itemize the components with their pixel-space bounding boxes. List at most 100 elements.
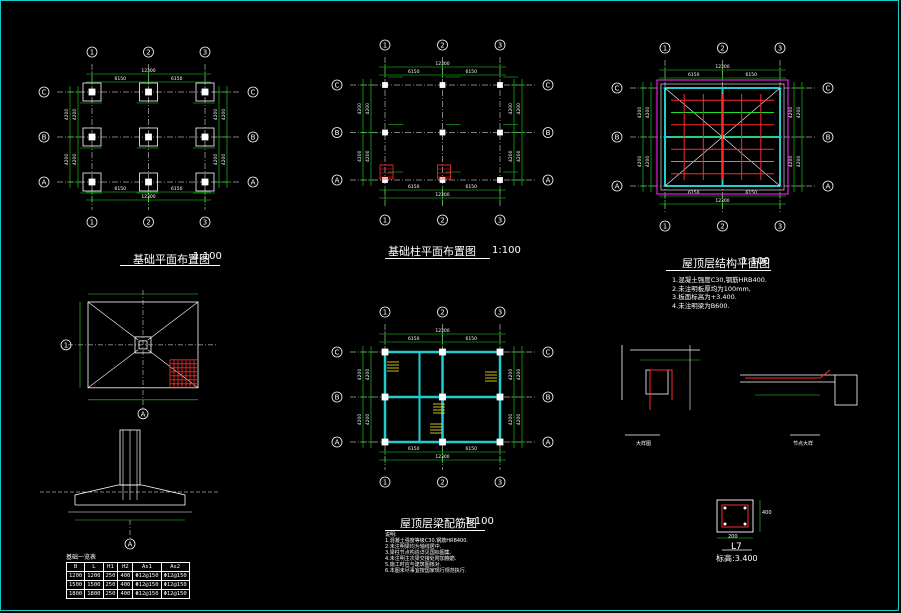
table-header-cell: B [65, 562, 86, 572]
axis-bubble [331, 346, 343, 358]
axis-bubble-label: 2 [440, 42, 444, 50]
table-cell: 1800 [65, 589, 86, 599]
axis-bubble-label: 3 [498, 217, 502, 225]
axis-bubble [247, 86, 259, 98]
footing-outline [139, 82, 158, 102]
axis-bubble [774, 220, 786, 232]
table-cell: Φ12@150 [160, 571, 190, 581]
dimension-label: 12300 [715, 198, 729, 204]
dimension-label: 4200 [365, 150, 371, 162]
dimension-label: 4200 [357, 150, 363, 162]
dimension-label: 12300 [435, 328, 449, 334]
axis-bubble-label: B [42, 134, 47, 142]
title-underline [385, 530, 485, 531]
beam-note-line: 5.施工时应与建筑图核对. [385, 562, 442, 568]
table-header-row: B L H1 H2 As1 As2 [65, 562, 190, 572]
column-block [497, 129, 503, 136]
dimension-label: 4200 [64, 154, 70, 166]
beam-notes: 说明: 1.混凝土强度等级C30,钢筋HRB400. 2.未注明梁均为轴线居中.… [385, 532, 468, 574]
dimension-label: 6150 [466, 446, 478, 452]
column-plan-scale: 1:100 [492, 245, 521, 256]
axis-bubble [437, 306, 448, 318]
footing-outline [195, 172, 215, 192]
column-block [88, 178, 96, 186]
table-cell: 1200 [65, 571, 86, 581]
footing-outline [82, 172, 102, 192]
column-block [201, 88, 209, 96]
dimension-label: 6150 [466, 69, 478, 75]
axis-bubble [774, 42, 786, 54]
dimension-label: 12300 [715, 64, 729, 70]
dimension-label: 4200 [788, 156, 794, 168]
axis-bubble [379, 476, 391, 488]
roof-edge [660, 83, 785, 191]
dimension-label: 6150 [466, 184, 478, 190]
table-cell: Φ12@150 [160, 589, 190, 599]
beam-note-line: 1.混凝土强度等级C30,钢筋HRB400. [385, 538, 469, 544]
dimension-label: 4200 [508, 103, 514, 115]
axis-bubble-label: A [546, 439, 551, 447]
roof-beam-scale: 1:100 [465, 516, 494, 527]
axis-bubble-label: 3 [498, 309, 502, 317]
axis-bubble [822, 82, 834, 94]
dimension-label: 4200 [508, 414, 514, 426]
footing-outline [195, 82, 215, 102]
roof-note-line: 4.未注明梁为B600. [672, 301, 730, 310]
dimension-label: 4200 [357, 414, 363, 426]
axis-bubble [38, 176, 50, 188]
rebar-dot [723, 506, 727, 510]
dimension-label: 6150 [408, 336, 420, 342]
axis-bubble [717, 220, 728, 232]
axis-bubble-label: 3 [203, 219, 207, 227]
axis-bubble-label: B [615, 134, 620, 142]
dimension-label: 4200 [796, 107, 802, 119]
roof-plan-scale: 1:100 [741, 256, 770, 267]
dimension-label: 4200 [357, 103, 363, 115]
axis-bubble [611, 180, 623, 192]
axis-bubble [124, 538, 136, 550]
title-underline [385, 258, 490, 259]
axis-bubble [247, 131, 259, 143]
roof-notes: 1.混凝土强度C30,钢筋HRB400. 2.未注明板厚均为100mm, 3.板… [672, 276, 767, 310]
axis-bubble-label: A [826, 183, 831, 191]
title-underline [120, 265, 220, 266]
table-cell: 1500 [65, 580, 86, 590]
detail-1-label: 大样图 [636, 441, 652, 447]
axis-bubble [38, 86, 50, 98]
dimension-label: 4200 [637, 156, 643, 168]
dimension-label: 6150 [171, 186, 183, 192]
table-cell: Φ12@150 [132, 580, 162, 590]
dimension-label: 6150 [746, 72, 758, 78]
axis-bubble-label: A [335, 439, 340, 447]
beam-note-line: 4.未注明主次梁交接处附加箍筋. [385, 556, 457, 562]
column-block [381, 438, 389, 446]
table-cell: 1800 [84, 589, 104, 599]
footing-outline [139, 172, 158, 192]
column-block [381, 348, 389, 356]
axis-bubble-label: 1 [64, 341, 68, 349]
table-cell: Φ12@150 [132, 589, 162, 599]
column-block [145, 133, 152, 141]
footing-outline [195, 127, 215, 147]
dimension-label: 4200 [221, 109, 227, 121]
dimension-label: 12300 [435, 61, 449, 67]
column-plan-title: 基础柱平面布置图 [388, 245, 476, 258]
axis-bubble-label: 3 [778, 223, 782, 231]
section-width: 200 [728, 534, 738, 540]
axis-bubble [86, 46, 98, 58]
column-block [439, 177, 446, 183]
dimension-label: 6150 [115, 76, 127, 82]
foundation-schedule-table: B L H1 H2 As1 As2 1200 1200 250 400 Φ12@… [65, 562, 190, 599]
roof-note-line: 3.板面标高为+3.400. [672, 293, 737, 301]
footing-slope [87, 301, 139, 341]
axis-bubble [542, 436, 554, 448]
dimension-label: 6150 [115, 186, 127, 192]
column-block [381, 393, 389, 401]
axis-bubble-label: C [335, 349, 340, 357]
axis-bubble [331, 436, 343, 448]
axis-bubble [143, 216, 154, 228]
axis-bubble-label: 1 [383, 42, 387, 50]
section-label: L7 [731, 542, 742, 552]
axis-bubble-label: 2 [440, 479, 444, 487]
